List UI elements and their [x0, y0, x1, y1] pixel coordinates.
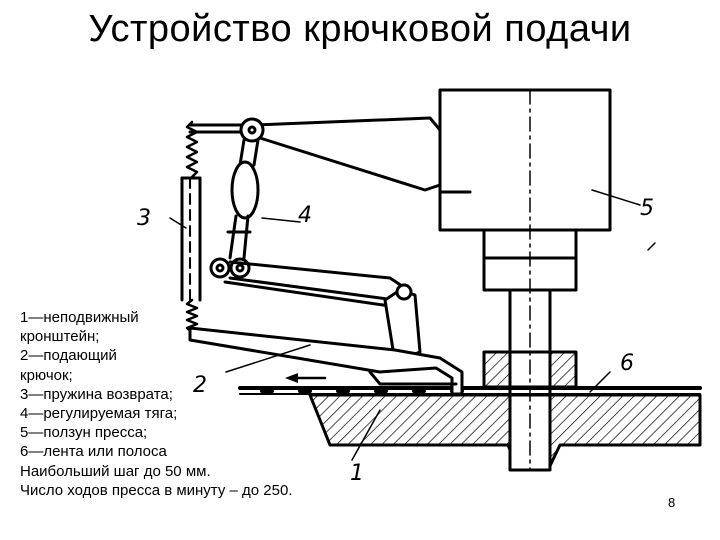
max-step-note: Наибольший шаг до 50 мм.	[20, 462, 211, 480]
legend-line: 6—лента или полоса	[20, 443, 167, 461]
legend-line: 4—регулируемая тяга;	[20, 405, 178, 423]
part-label-5: 5	[640, 196, 654, 221]
part-label-1: 1	[350, 461, 364, 486]
legend-line: кронштейн;	[20, 328, 100, 346]
part-label-6: 6	[620, 351, 634, 376]
feed-hook	[188, 326, 464, 396]
legend-line: 3—пружина возврата;	[20, 385, 173, 403]
strokes-per-minute-note: Число ходов пресса в минуту – до 250.	[20, 481, 293, 499]
legend-line: 1—неподвижный	[20, 309, 139, 326]
legend-line: 5—ползун пресса;	[20, 424, 148, 442]
page-number: 8	[668, 495, 676, 510]
slide-title: Устройство крючковой подачи	[88, 8, 632, 50]
legend-line: 2—подающий	[20, 347, 117, 365]
fixed-bracket-base	[308, 393, 702, 472]
adjustable-rod	[209, 117, 265, 279]
part-label-3: 3	[137, 206, 151, 231]
legend-line: крючок;	[20, 366, 73, 384]
parts-legend: 1—неподвижный кронштейн; 2—подающий крюч…	[20, 308, 292, 500]
part-label-4: 4	[298, 203, 312, 228]
part-label-2: 2	[193, 373, 207, 398]
